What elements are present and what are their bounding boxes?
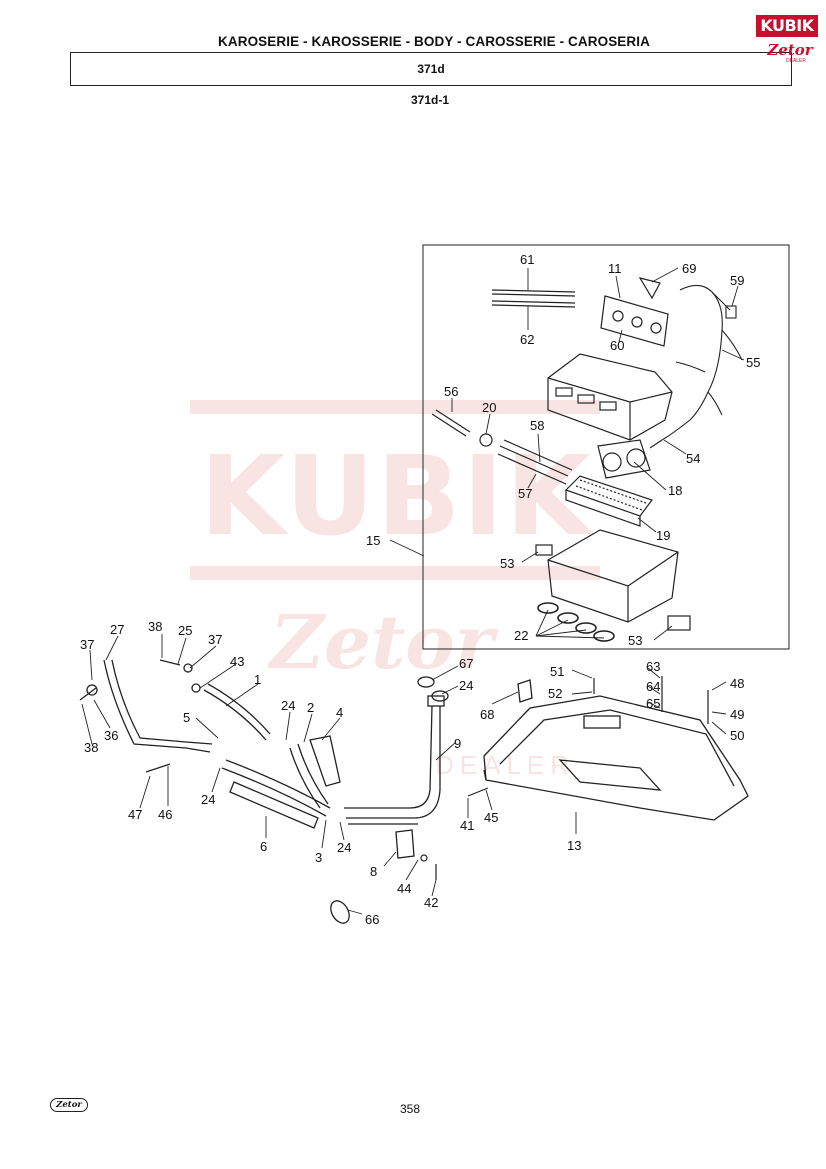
part-label: 66 (365, 912, 379, 927)
part-labels: 61 62 11 69 59 60 55 56 20 58 57 54 18 1… (80, 252, 760, 927)
part-label: 37 (80, 637, 94, 652)
part-label: 1 (254, 672, 261, 687)
part-label: 3 (315, 850, 322, 865)
part-label: 45 (484, 810, 498, 825)
part-label: 9 (454, 736, 461, 751)
housing-cover (547, 353, 673, 441)
part-label: 24 (281, 698, 295, 713)
section-code: 371d (417, 62, 445, 76)
part-label: 36 (104, 728, 118, 743)
part-label: 58 (530, 418, 544, 433)
part-label: 56 (444, 384, 458, 399)
part-label: 50 (730, 728, 744, 743)
subsection-code: 371d-1 (410, 93, 450, 107)
leader-lines (81, 267, 745, 915)
part-label: 46 (158, 807, 172, 822)
part-label: 15 (366, 533, 380, 548)
part-label: 4 (336, 705, 343, 720)
part-label: 53 (628, 633, 642, 648)
part-label: 27 (110, 622, 124, 637)
screw-hardware (145, 676, 709, 880)
kubik-logo: KUBIK Zetor DEALER (756, 15, 818, 67)
part-label: 44 (397, 881, 411, 896)
part-label: 42 (424, 895, 438, 910)
inset-frame (422, 244, 790, 650)
part-label: 68 (480, 707, 494, 722)
part-label: 67 (459, 656, 473, 671)
roof-tray (483, 695, 749, 821)
heat-exchanger (564, 475, 653, 527)
part-label: 65 (646, 696, 660, 711)
part-label: 52 (548, 686, 562, 701)
zetor-logo-text: Zetor (767, 41, 813, 59)
part-label: 24 (337, 840, 351, 855)
part-label: 55 (746, 355, 760, 370)
part-label: 51 (550, 664, 564, 679)
part-label: 37 (208, 632, 222, 647)
part-label: 24 (459, 678, 473, 693)
part-label: 2 (307, 700, 314, 715)
part-label: 60 (610, 338, 624, 353)
part-label: 25 (178, 623, 192, 638)
dealer-logo-text: DEALER (786, 58, 807, 64)
part-label: 19 (656, 528, 670, 543)
part-label: 49 (730, 707, 744, 722)
part-label: 61 (520, 252, 534, 267)
part-label: 8 (370, 864, 377, 879)
rod-parts (491, 289, 576, 308)
part-label: 59 (730, 273, 744, 288)
kubik-logo-text: KUBIK (756, 15, 818, 37)
part-label: 38 (84, 740, 98, 755)
part-label: 57 (518, 486, 532, 501)
part-label: 43 (230, 654, 244, 669)
part-label: 64 (646, 679, 660, 694)
part-label: 11 (608, 261, 622, 276)
part-label: 47 (128, 807, 142, 822)
part-label: 13 (567, 838, 581, 853)
seal-rings (537, 602, 615, 642)
blower-unit (597, 439, 651, 479)
pipe-parts (431, 409, 573, 485)
page-number: 358 (399, 1102, 421, 1116)
section-box: 371d (70, 52, 792, 86)
hose-assembly (79, 659, 533, 924)
part-label: 54 (686, 451, 700, 466)
housing-tray (535, 529, 691, 631)
part-label: 62 (520, 332, 534, 347)
part-label: 63 (646, 659, 660, 674)
part-label: 20 (482, 400, 496, 415)
part-label: 5 (183, 710, 190, 725)
part-label: 41 (460, 818, 474, 833)
wiring-harness (649, 284, 743, 449)
zetor-footer-logo: Zetor (50, 1098, 88, 1112)
part-label: 48 (730, 676, 744, 691)
part-label: 6 (260, 839, 267, 854)
part-label: 38 (148, 619, 162, 634)
part-label: 22 (514, 628, 528, 643)
part-label: 69 (682, 261, 696, 276)
part-label: 18 (668, 483, 682, 498)
page-title: KAROSERIE - KAROSSERIE - BODY - CAROSSER… (218, 34, 650, 49)
part-label: 53 (500, 556, 514, 571)
part-label: 24 (201, 792, 215, 807)
control-panel (600, 277, 669, 347)
